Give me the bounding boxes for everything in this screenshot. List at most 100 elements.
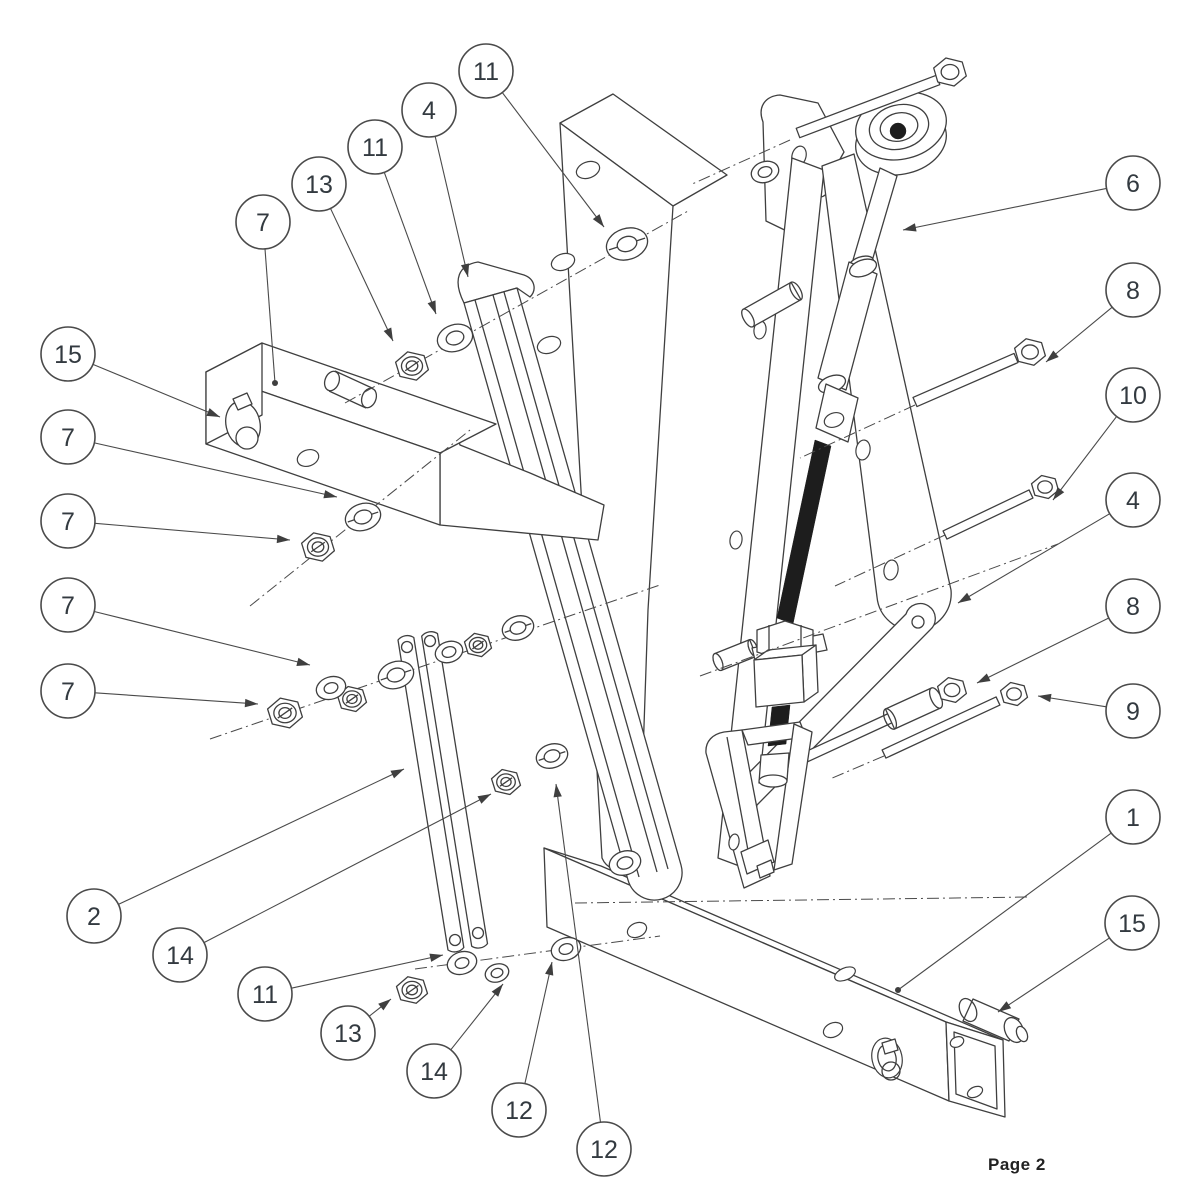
balloon-callout-7: 7: [40, 493, 291, 549]
balloon-number: 15: [1118, 910, 1146, 938]
balloon-callout-4: 4: [957, 472, 1161, 604]
balloon-callout-14: 14: [406, 983, 504, 1099]
bolts: [712, 57, 1060, 763]
hitch-block: [205, 342, 605, 541]
balloon-number: 11: [362, 134, 388, 162]
base-box-beam: [543, 847, 1029, 1118]
leader-line: [383, 172, 437, 315]
balloon-number: 7: [61, 592, 75, 620]
balloon-number: 10: [1119, 382, 1147, 410]
leader-arrowhead: [545, 962, 554, 976]
balloon-callout-9: 9: [1037, 683, 1161, 739]
balloon-number: 8: [1126, 277, 1140, 305]
leader-arrowhead: [383, 327, 393, 341]
leader-arrowhead: [1053, 487, 1065, 500]
balloon-circle: [66, 888, 122, 944]
balloon-callout-13: 13: [320, 998, 392, 1061]
balloon-number: 12: [505, 1097, 533, 1125]
leader-arrowhead: [460, 263, 470, 277]
balloon-circle: [1105, 262, 1161, 318]
leader-line: [264, 248, 276, 384]
balloon-circle: [1105, 789, 1161, 845]
leader-line: [897, 832, 1112, 991]
balloon-circle: [320, 1005, 376, 1061]
flat-washer: [535, 743, 569, 769]
balloon-circle: [1104, 895, 1160, 951]
balloon-callout-11: 11: [458, 43, 605, 228]
balloon-circle: [347, 119, 403, 175]
leader-arrowhead: [592, 214, 604, 227]
balloon-callout-10: 10: [1052, 367, 1161, 501]
balloon-circle: [291, 156, 347, 212]
balloon-callout-4: 4: [401, 82, 470, 278]
leader-line: [118, 768, 405, 905]
clamp-nut-boss: [758, 752, 790, 788]
balloon-callout-12: 12: [553, 783, 632, 1177]
block-pin: [225, 392, 261, 450]
balloon-callout-6: 6: [902, 155, 1161, 232]
spacer-tube-end: [741, 308, 755, 328]
balloon-circle: [1105, 683, 1161, 739]
flat-washer: [605, 227, 649, 261]
hex-nut: [395, 976, 429, 1004]
balloon-number: 13: [334, 1020, 362, 1048]
balloon-number: 13: [305, 171, 333, 199]
flat-washer: [344, 502, 382, 532]
flat-washer: [434, 640, 464, 664]
balloon-number: 14: [420, 1058, 448, 1086]
hitch-pin: [958, 997, 1029, 1044]
hex-nut: [300, 532, 336, 562]
leader-arrowhead: [998, 1001, 1012, 1012]
leader-arrowhead: [1038, 693, 1052, 703]
short-bolt-shaft: [881, 696, 1001, 759]
balloon-circle: [1105, 155, 1161, 211]
balloon-callout-7: 7: [40, 409, 338, 499]
balloon-circle: [40, 493, 96, 549]
leader-line: [524, 961, 553, 1084]
clamp-bracket: [705, 721, 813, 889]
spacer-tube-end: [789, 281, 803, 301]
balloon-number: 7: [61, 508, 75, 536]
leader-line: [94, 522, 291, 541]
hex-nut: [463, 632, 493, 658]
balloon-callout-11: 11: [347, 119, 437, 315]
leader-line: [902, 187, 1107, 231]
balloon-number: 11: [252, 981, 278, 1009]
balloon-number: 9: [1126, 698, 1140, 726]
balloon-number: 7: [61, 424, 75, 452]
balloon-number: 7: [256, 209, 270, 237]
flat-washer: [484, 963, 510, 983]
balloon-circle: [1105, 472, 1161, 528]
balloon-circle: [40, 577, 96, 633]
leader-line: [94, 610, 311, 666]
balloon-number: 1: [1126, 804, 1140, 832]
flat-washer: [377, 660, 415, 690]
bolt-head: [933, 57, 967, 87]
leader-line: [450, 983, 504, 1051]
leader-arrowhead: [427, 300, 436, 314]
balloon-number: 8: [1126, 593, 1140, 621]
leader-arrowhead: [553, 784, 562, 798]
flat-washer: [315, 675, 347, 701]
balloon-callout-7: 7: [235, 194, 291, 386]
balloon-circle: [237, 966, 293, 1022]
balloon-circle: [1105, 367, 1161, 423]
leader-arrowhead: [477, 794, 491, 804]
flat-washer: [436, 323, 474, 353]
balloon-callout-15: 15: [40, 326, 221, 418]
leader-line: [434, 136, 469, 278]
bolt-head: [1013, 338, 1047, 366]
leader-arrowhead: [378, 999, 391, 1011]
leader-arrowhead: [491, 984, 503, 997]
leader-arrowhead: [276, 534, 290, 544]
flat-washer: [750, 160, 780, 184]
leader-arrowhead: [429, 953, 443, 962]
balloon-callout-7: 7: [40, 663, 259, 719]
a-frame-weldment: [717, 94, 952, 871]
block-top-stub: [323, 370, 378, 409]
balloon-number: 11: [473, 58, 499, 86]
middle-bolt-shaft: [942, 489, 1034, 540]
flat-washer: [608, 850, 642, 876]
balloon-circle: [401, 82, 457, 138]
